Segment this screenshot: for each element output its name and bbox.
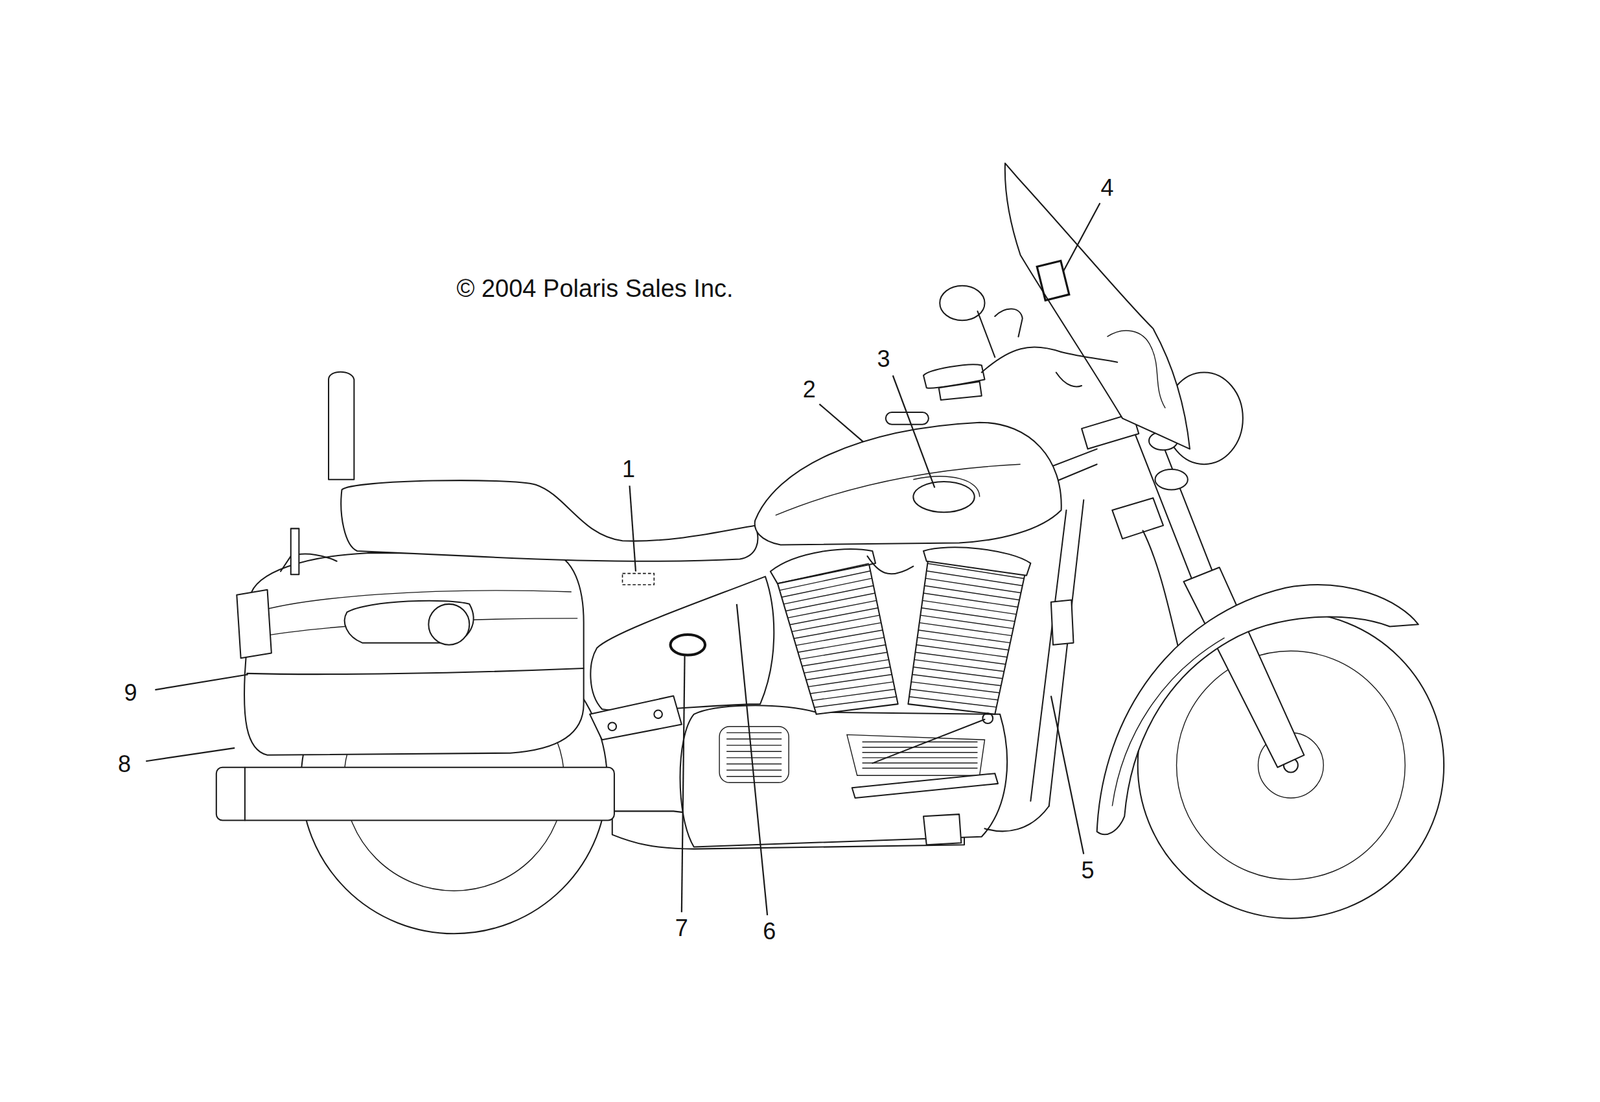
callout-number: 5 (1081, 858, 1095, 882)
callout-number: 1 (622, 457, 636, 481)
leader-lines (145, 202, 1100, 916)
handlebars (923, 285, 1118, 400)
callout-number: 9 (124, 681, 138, 705)
fuel-tank (754, 412, 1062, 545)
callout-number: 6 (762, 919, 776, 943)
copyright-note: © 2004 Polaris Sales Inc. (456, 276, 733, 301)
callout-number: 4 (1100, 176, 1114, 200)
callout-number: 2 (802, 377, 816, 402)
callout-number: 8 (117, 752, 131, 776)
seat (328, 371, 758, 585)
front-fender (1097, 584, 1419, 835)
crankcase (679, 705, 1008, 847)
callout-number: 3 (877, 347, 891, 371)
windshield (1005, 163, 1190, 450)
saddlebag (236, 528, 584, 755)
engine-cylinders (770, 546, 1032, 714)
side-cover (589, 576, 774, 740)
callout-number: 7 (675, 916, 689, 940)
